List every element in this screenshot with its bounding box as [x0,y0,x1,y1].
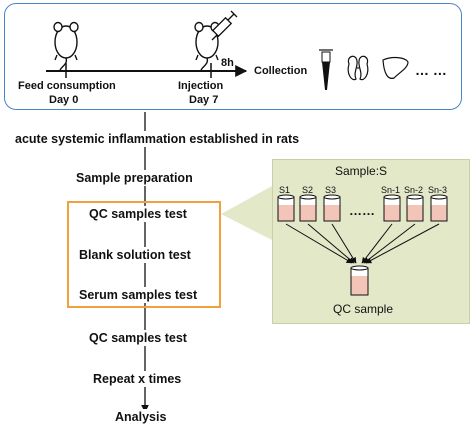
panel-title: Sample:S [335,164,388,178]
syringe-icon [211,10,238,41]
step-blank-solution: Blank solution test [77,247,193,263]
kidney-icon [347,55,369,81]
step-qc-test-2: QC samples test [87,330,189,346]
time-label: 8h [221,57,234,69]
step-analysis: Analysis [113,409,169,425]
tube-icon [323,194,341,222]
tube-label-sn2: Sn-2 [404,185,424,195]
tube-label-sn3: Sn-3 [428,185,448,195]
step-inflammation: acute systemic inflammation established … [13,131,302,147]
step-serum-samples: Serum samples test [77,287,200,303]
tube-icon [383,194,401,222]
feed-consumption-label: Feed consumption [18,80,116,92]
rat-icon [53,21,79,71]
step-sample-preparation: Sample preparation [74,170,195,186]
tube-label-s1: S1 [279,185,291,195]
tube-label-s2: S2 [302,185,314,195]
day0-label: Day 0 [49,94,79,106]
tube-label-sn1: Sn-1 [381,185,401,195]
tube-dots: …… [349,203,375,218]
step-qc-test-1: QC samples test [87,206,189,222]
step-repeat: Repeat x times [91,371,184,387]
tube-label-s3: S3 [325,185,337,195]
tube-icon [277,194,295,222]
tube-icon [299,194,317,222]
experiment-timeline-frame [4,3,462,110]
tube-icon [319,49,333,90]
day7-label: Day 7 [189,94,219,106]
injection-label: Injection [178,80,224,92]
liver-icon [382,56,409,79]
pooling-arrows [285,223,440,264]
tube-icon [406,194,424,222]
collection-label: Collection [254,65,308,77]
qc-sample-label: QC sample [333,302,394,316]
tube-icon [430,194,448,222]
callout-connector [221,186,272,240]
sample-panel [272,159,470,324]
qc-tube-icon [350,265,369,296]
ellipsis-label: … … [415,62,447,78]
qc-step-highlight-box [67,201,221,308]
